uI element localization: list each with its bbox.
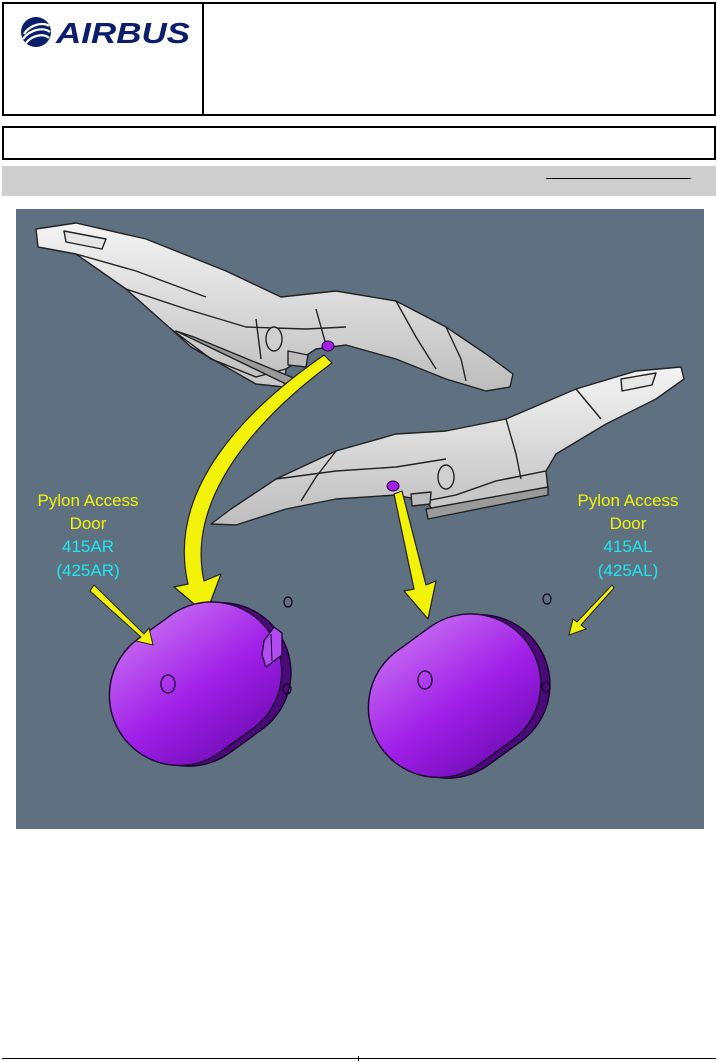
left-label-alt-door-id: (425AR) [56, 561, 119, 580]
right-access-door [367, 613, 551, 779]
left-label-leader [89, 584, 154, 646]
right-label-door-id: 415AL [603, 537, 652, 556]
header-info-cell [204, 2, 716, 116]
right-door-label: Pylon Access Door 415AL (425AL) [577, 491, 678, 580]
title-box [2, 126, 716, 160]
right-label-line1: Pylon Access [577, 491, 678, 510]
upper-door-marker [321, 340, 335, 352]
lower-door-marker [386, 480, 400, 492]
header-logo-cell: AIRBUS [2, 2, 204, 116]
lower-pylon [210, 366, 685, 526]
footer-rule [2, 1058, 716, 1059]
right-label-leader [568, 584, 615, 636]
airbus-logo: AIRBUS [21, 17, 191, 50]
reference-band [2, 166, 716, 196]
airbus-swirl-icon [21, 17, 51, 47]
left-door-label: Pylon Access Door 415AR (425AR) [37, 491, 138, 580]
right-label-line2: Door [610, 514, 647, 533]
right-label-alt-door-id: (425AL) [598, 561, 658, 580]
left-label-line1: Pylon Access [37, 491, 138, 510]
footer-divider-tick [358, 1056, 359, 1061]
brand-wordmark: AIRBUS [55, 18, 191, 50]
left-label-line2: Door [70, 514, 107, 533]
reference-underline [546, 178, 691, 179]
pylon-access-door-illustration: Pylon Access Door 415AR (425AR) Pylon Ac… [16, 209, 704, 829]
upper-pylon [35, 222, 514, 392]
right-callout-arrow [393, 490, 437, 620]
left-label-door-id: 415AR [62, 537, 114, 556]
